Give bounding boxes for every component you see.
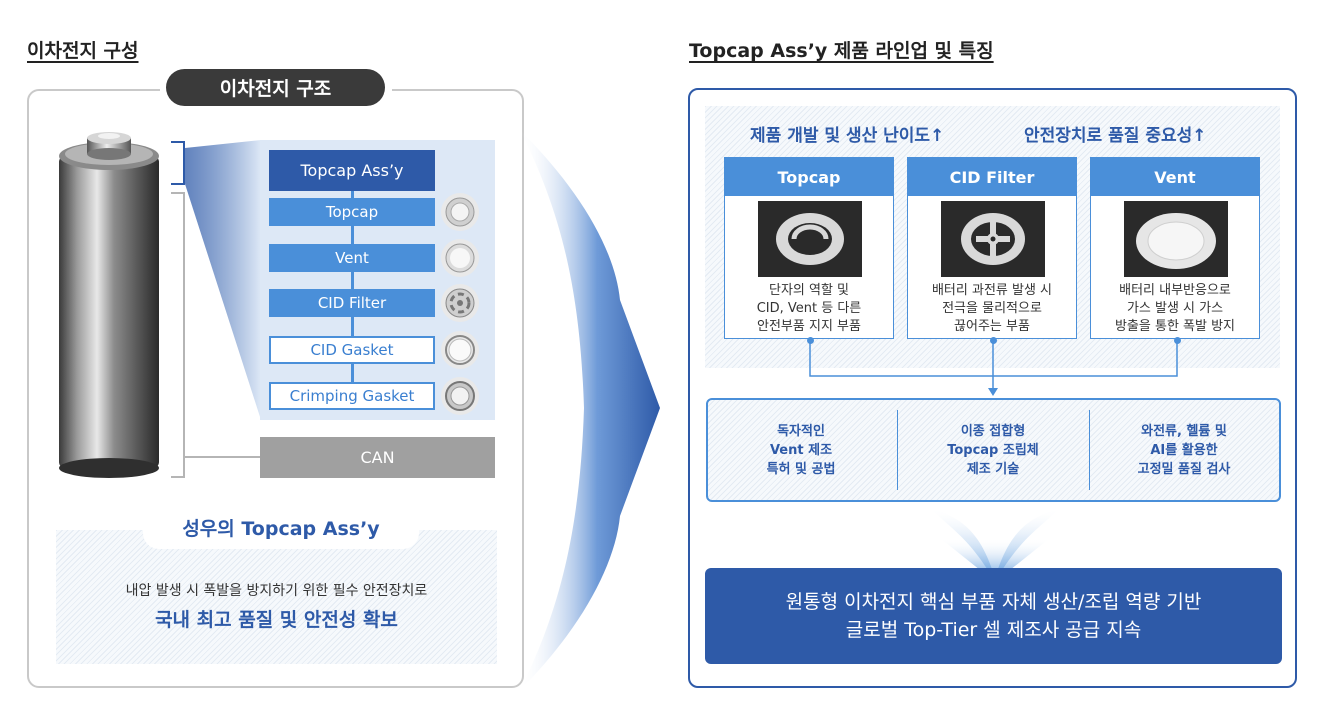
zoom-wedge [185, 140, 261, 420]
crimping-gasket-part-image [441, 377, 479, 415]
card-vent: Vent 배터리 내부반응으로 가스 발생 시 가스 방출을 통한 폭발 방지 [1090, 157, 1260, 339]
card-connector [809, 341, 1178, 396]
cid-filter-photo [941, 201, 1045, 277]
conclusion-box: 원통형 이차전지 핵심 부품 자체 생산/조립 역량 기반 글로벌 Top-Ti… [705, 568, 1282, 664]
feature-joining-tech: 이종 접합형 Topcap 조립체 제조 기술 [947, 424, 1039, 477]
conclusion-line1: 원통형 이차전지 핵심 부품 자체 생산/조립 역량 기반 [785, 591, 1202, 613]
part-cid-filter: CID Filter [269, 289, 435, 317]
summary-line1: 내압 발생 시 폭발을 방지하기 위한 필수 안전장치로 [125, 583, 428, 599]
feature-vent-patent: 독자적인 Vent 제조 특허 및 공법 [766, 424, 836, 477]
conclusion-line2: 글로벌 Top-Tier 셀 제조사 공급 지속 [845, 619, 1142, 641]
card-description: 배터리 과전류 발생 시 전극을 물리적으로 끊어주는 부품 [931, 283, 1053, 334]
card-topcap: Topcap 단자의 역할 및 CID, Vent 등 다른 안전부품 지지 부… [724, 157, 894, 339]
can-box: CAN [260, 437, 495, 478]
right-section-title: Topcap Ass’y 제품 라인업 및 특징 [689, 40, 994, 62]
topcap-assy-head: Topcap Ass’y [269, 150, 435, 191]
header-difficulty: 제품 개발 및 생산 난이도↑ [750, 126, 945, 146]
card-title: Vent [1091, 158, 1259, 196]
down-chevron [930, 508, 1060, 582]
header-quality: 안전장치로 품질 중요성↑ [1024, 126, 1207, 146]
part-crimping-gasket: Crimping Gasket [269, 382, 435, 410]
summary-title: 성우의 Topcap Ass’y [143, 505, 419, 549]
part-cid-gasket: CID Gasket [269, 336, 435, 364]
vent-part-image [441, 239, 479, 277]
vent-photo [1124, 201, 1228, 277]
right-panel [688, 88, 1297, 688]
card-description: 단자의 역할 및 CID, Vent 등 다른 안전부품 지지 부품 [756, 283, 862, 334]
summary-line2: 국내 최고 품질 및 안전성 확보 [155, 609, 398, 631]
topcap-bracket [171, 141, 185, 185]
card-description: 배터리 내부반응으로 가스 발생 시 가스 방출을 통한 폭발 방지 [1114, 283, 1236, 334]
card-cid-filter: CID Filter 배터리 과전류 발생 시 전극을 물리적으로 끊어주는 부… [907, 157, 1077, 339]
structure-label: 이차전지 구조 [166, 69, 385, 106]
battery-cell-image [59, 132, 159, 478]
cid-filter-part-image [441, 284, 479, 322]
topcap-photo [758, 201, 862, 277]
flow-arrow [520, 130, 660, 690]
card-title: CID Filter [908, 158, 1076, 196]
feature-quality-inspection: 와전류, 헬륨 및 AI를 활용한 고정밀 품질 검사 [1137, 424, 1231, 477]
can-bracket [171, 192, 185, 478]
left-section-title: 이차전지 구성 [27, 40, 139, 62]
cid-gasket-part-image [441, 331, 479, 369]
features-box [706, 398, 1281, 502]
part-vent: Vent [269, 244, 435, 272]
part-topcap: Topcap [269, 198, 435, 226]
card-title: Topcap [725, 158, 893, 196]
topcap-part-image [441, 193, 479, 231]
summary-box [56, 530, 497, 664]
